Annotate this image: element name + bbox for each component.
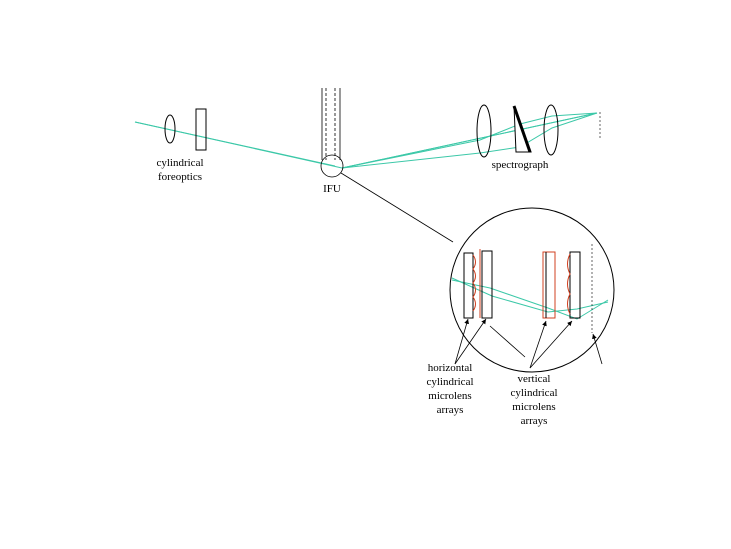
- arrow-vertical-to-plate-2: [529, 320, 573, 369]
- label-vertical-arrays-line-4: arrays: [520, 415, 548, 427]
- label-vertical-arrays: vertical cylindrical microlens arrays: [502, 372, 566, 428]
- label-cylindrical-foreoptics-line-1: cylindrical: [156, 157, 204, 169]
- label-horizontal-arrays-line-1: horizontal: [427, 362, 473, 374]
- foreoptics-lens: [164, 114, 176, 144]
- zoom-inset: [449, 207, 615, 373]
- label-vertical-arrays-line-2: cylindrical: [510, 387, 558, 399]
- arrow-detector: [592, 333, 603, 365]
- beam-ray-lower-right: [341, 112, 598, 169]
- horizontal-array-plate-2: [481, 250, 493, 319]
- inset-ray-upper: [451, 279, 609, 320]
- cylindrical-foreoptics: [164, 108, 207, 151]
- spectrograph-prism-edge: [512, 105, 532, 153]
- arrow-vertical-to-plate-1: [529, 320, 547, 369]
- label-cylindrical-foreoptics: cylindrical foreoptics: [147, 156, 213, 184]
- vertical-array-plate-1: [542, 251, 556, 319]
- horizontal-array-lenslets-1: [472, 254, 476, 312]
- annotation-arrows: [454, 318, 603, 369]
- beam-ray-lower-left: [134, 121, 336, 167]
- zoom-circle: [449, 207, 615, 373]
- foreoptics-plate: [195, 108, 207, 151]
- spectrograph-lens-2: [543, 104, 559, 156]
- ifu-unit: [320, 88, 344, 178]
- label-horizontal-arrays-line-4: arrays: [436, 404, 464, 416]
- vertical-array-plate-2: [569, 251, 581, 319]
- inset-ray-lower: [451, 277, 609, 313]
- label-ifu: IFU: [323, 183, 341, 195]
- label-horizontal-arrays: horizontal cylindrical microlens arrays: [418, 361, 482, 417]
- zoom-connector-line: [340, 172, 454, 243]
- spectrograph: [476, 104, 601, 158]
- vertical-array-lenslets-2: [567, 253, 571, 315]
- label-vertical-arrays-line-1: vertical: [517, 373, 551, 385]
- ifu-circle: [320, 154, 344, 178]
- label-cylindrical-foreoptics-line-2: foreoptics: [158, 171, 202, 183]
- horizontal-array-plate-1: [463, 252, 474, 319]
- arrow-crossover-1: [489, 325, 526, 358]
- arrow-horizontal-to-plate-1: [454, 318, 469, 365]
- label-spectrograph: spectrograph: [491, 159, 549, 171]
- arrow-horizontal-to-plate-2: [454, 318, 487, 365]
- label-horizontal-arrays-line-3: microlens: [428, 390, 472, 402]
- spectrograph-lens-1: [476, 104, 492, 158]
- label-vertical-arrays-line-3: microlens: [512, 401, 556, 413]
- label-horizontal-arrays-line-2: cylindrical: [426, 376, 474, 388]
